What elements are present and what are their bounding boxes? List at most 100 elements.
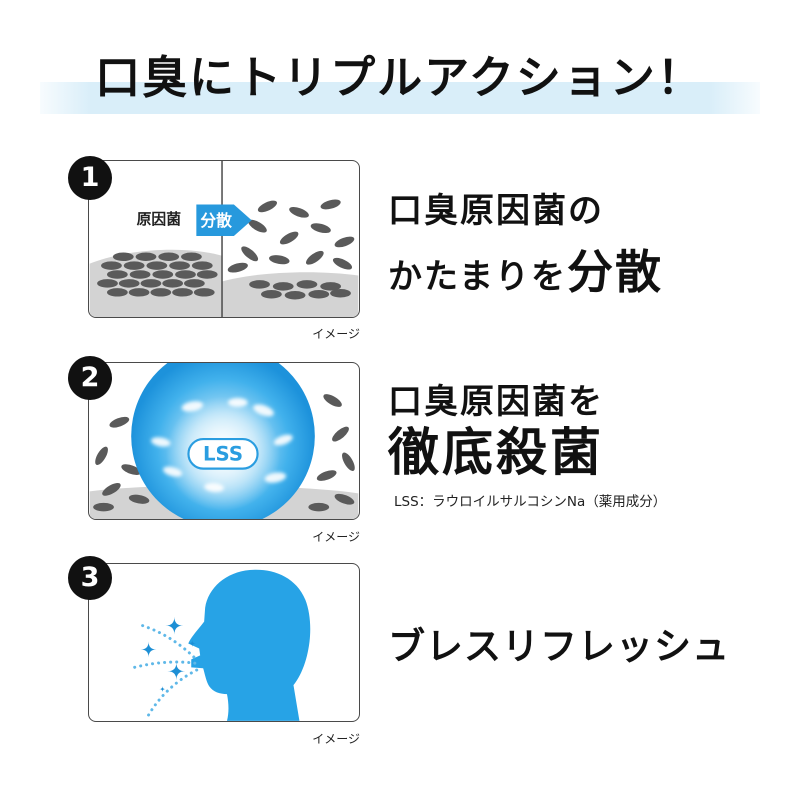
bacterium — [121, 464, 142, 475]
bacterium — [129, 270, 151, 279]
image-caption: イメージ — [312, 530, 360, 544]
step-number-badge: 1 — [68, 156, 112, 200]
bacterium — [184, 279, 205, 288]
bacterium — [332, 257, 353, 270]
bacteria-scattered — [93, 394, 355, 512]
lss-badge-label: LSS — [203, 443, 243, 466]
heading-line-1: 口臭原因菌を — [388, 382, 604, 422]
heading-line-1: ブレスリフレッシュ — [388, 625, 730, 668]
sparkle-icon — [165, 616, 184, 635]
bacterium — [342, 452, 355, 471]
bacterium — [175, 270, 196, 279]
bacterium — [150, 288, 172, 297]
disperse-illustration: 原因菌 分散 — [89, 161, 359, 317]
bacterium — [181, 252, 202, 262]
breath-line — [147, 667, 200, 717]
sparkle-icon — [159, 686, 166, 693]
illustration-panel-disperse: 原因菌 分散 — [88, 160, 360, 318]
page-title: 口臭にトリプルアクション！ — [95, 51, 704, 104]
heading-line-2: かたまりを 分散 — [388, 236, 663, 302]
bacterium — [261, 290, 282, 299]
bacterium — [308, 290, 330, 299]
image-caption: イメージ — [312, 732, 360, 746]
arrow-label: 分散 — [200, 211, 232, 230]
bacterium — [279, 231, 299, 245]
bacterium — [332, 426, 349, 442]
bacterium — [320, 199, 341, 210]
dissolving-bacterium — [273, 434, 293, 446]
bacteria-cluster — [97, 252, 218, 297]
sparkles — [140, 616, 196, 693]
bacterium — [172, 288, 193, 297]
bacterium — [193, 288, 215, 297]
bacterium — [272, 282, 294, 291]
sparkle-icon — [167, 662, 186, 681]
heading-line-1: 口臭原因菌の — [388, 191, 604, 231]
bacterium — [191, 261, 213, 270]
step-number-badge: 3 — [68, 556, 112, 600]
bacterium — [128, 288, 150, 297]
sparkle-icon — [188, 640, 196, 647]
bacterium — [330, 289, 351, 298]
bacterium — [269, 255, 290, 265]
bacterium — [123, 261, 145, 270]
bacterium — [248, 219, 267, 233]
bacterium — [289, 207, 309, 218]
image-caption: イメージ — [312, 327, 360, 341]
heading-emphasis: 分散 — [566, 245, 663, 299]
bacterium — [135, 252, 157, 262]
bacterium — [112, 252, 134, 262]
title-highlight-band — [40, 82, 760, 114]
breath-line — [141, 624, 198, 661]
sterilize-illustration: LSS — [89, 363, 359, 519]
dissolving-bacterium — [163, 466, 183, 477]
illustration-panel-refresh — [88, 563, 360, 722]
bacterium — [284, 291, 306, 300]
bacterium — [158, 252, 180, 262]
bacterium — [107, 270, 128, 279]
bacterium — [102, 483, 121, 496]
ingredient-note: LSS：ラウロイルサルコシンNa（薬用成分） — [394, 494, 667, 510]
refresh-illustration — [133, 569, 311, 721]
heading-prefix: かたまりを — [388, 257, 567, 297]
dissolving-bacterium — [227, 398, 248, 407]
bacterium — [241, 246, 259, 262]
head-silhouette — [188, 569, 311, 721]
heading-line-2: 徹底殺菌 — [388, 424, 605, 483]
bacterium — [306, 250, 324, 265]
breath-line — [133, 660, 198, 669]
bacterium — [196, 270, 218, 279]
dissolving-bacterium — [204, 482, 224, 492]
bacterium — [101, 261, 122, 270]
lss-badge — [187, 437, 259, 470]
bacterium — [128, 494, 150, 504]
bacterium — [95, 446, 108, 466]
disperse-arrow — [196, 204, 252, 237]
bacterium — [162, 279, 184, 288]
dissolving-bacteria — [151, 398, 293, 492]
bacterium — [310, 223, 331, 234]
bacterium — [308, 502, 330, 512]
bacterium — [146, 261, 168, 270]
dissolving-bacterium — [253, 404, 274, 417]
bacterium — [334, 493, 355, 505]
bacterium — [169, 261, 190, 270]
bacterium — [118, 279, 140, 288]
dissolving-bacterium — [151, 437, 171, 447]
bacterium — [107, 288, 128, 297]
dissolving-bacterium — [181, 401, 204, 412]
illustration-panel-sterilize: LSS — [88, 362, 360, 520]
cluster-label: 原因菌 — [137, 210, 182, 228]
bacterium — [334, 236, 355, 248]
bacterium — [93, 502, 114, 512]
step-number-badge: 2 — [68, 356, 112, 400]
bacterium — [249, 280, 270, 289]
bacteria-scattered — [227, 199, 355, 300]
bacterium — [109, 416, 130, 428]
bacterium — [97, 279, 118, 288]
bacterium — [320, 282, 341, 291]
bacterium — [316, 470, 337, 481]
bacterium — [323, 394, 342, 407]
bacterium — [257, 200, 278, 213]
bacterium — [296, 280, 318, 289]
